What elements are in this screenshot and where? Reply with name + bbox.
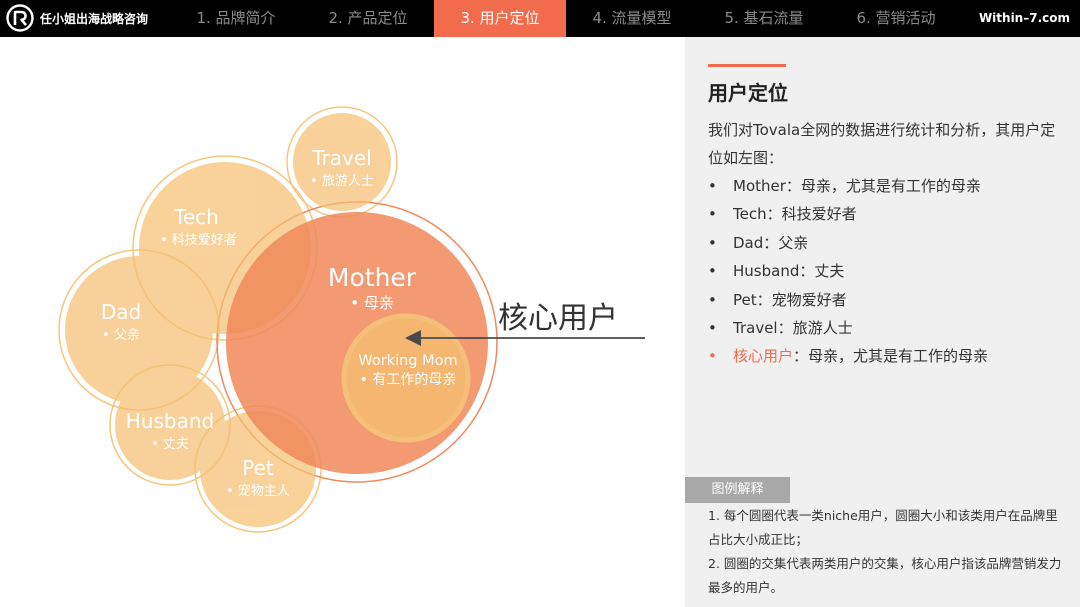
bullet-icon: • bbox=[708, 347, 717, 366]
pet-label: Pet • 宠物主人 bbox=[215, 456, 301, 499]
site-url[interactable]: Within–7.com bbox=[978, 11, 1070, 25]
working-mom-title: Working Mom bbox=[358, 353, 458, 369]
panel-intro: 我们对Tovala全网的数据进行统计和分析，其用户定位如左图： bbox=[708, 121, 1056, 167]
bullet-icon: • bbox=[708, 233, 717, 252]
tab-product-positioning[interactable]: 2. 产品定位 bbox=[328, 9, 408, 27]
user-segment-list: •Mother：母亲，尤其是有工作的母亲 •Tech：科技爱好者 •Dad：父亲… bbox=[708, 172, 1063, 371]
core-user-label: 核心用户 bbox=[498, 301, 618, 336]
list-item: • Husband：丈夫 bbox=[708, 257, 1063, 285]
brand[interactable]: 任小姐出海战略咨询 bbox=[6, 3, 148, 33]
mother-title: Mother bbox=[327, 263, 417, 292]
travel-sub: • 旅游人士 bbox=[310, 174, 374, 189]
tab-user-positioning[interactable]: 3. 用户定位 bbox=[434, 0, 566, 37]
bullet-icon: • bbox=[708, 262, 717, 281]
travel-label: Travel • 旅游人士 bbox=[300, 146, 384, 189]
tech-sub: • 科技爱好者 bbox=[160, 233, 237, 248]
working-mom-label: Working Mom • 有工作的母亲 bbox=[352, 353, 464, 389]
dad-bubble bbox=[65, 256, 213, 404]
list-item-core-user: • 核心用户：母亲，尤其是有工作的母亲 bbox=[708, 342, 1063, 370]
legend-note-2: 2. 圆圈的交集代表两类用户的交集，核心用户指该品牌营销发力最多的用户。 bbox=[708, 556, 1062, 595]
tech-label: Tech • 科技爱好者 bbox=[160, 205, 252, 248]
item-desc: ：科技爱好者 bbox=[766, 205, 857, 224]
bullet-icon: • bbox=[708, 290, 717, 309]
husband-bubble bbox=[115, 370, 225, 480]
item-label: Travel bbox=[733, 319, 778, 338]
travel-title: Travel bbox=[312, 146, 372, 170]
brand-name: 任小姐出海战略咨询 bbox=[40, 11, 149, 26]
item-label: Husband bbox=[733, 262, 800, 281]
travel-bubble bbox=[293, 113, 391, 211]
mother-sub: • 母亲 bbox=[350, 294, 394, 312]
husband-title: Husband bbox=[125, 409, 215, 433]
husband-sub: • 丈夫 bbox=[151, 437, 189, 452]
item-desc: ：父亲 bbox=[763, 233, 809, 252]
dad-label: Dad • 父亲 bbox=[88, 300, 154, 343]
item-desc: ：旅游人士 bbox=[777, 319, 853, 338]
pet-title: Pet bbox=[242, 456, 274, 480]
dad-sub: • 父亲 bbox=[102, 328, 140, 343]
item-label: Mother bbox=[733, 177, 786, 195]
legend-notes: 1. 每个圆圈代表一类niche用户，圆圈大小和该类用户在品牌里占比大小成正比；… bbox=[708, 504, 1063, 600]
item-desc: ：母亲，尤其是有工作的母亲 bbox=[785, 177, 981, 195]
tab-traffic-model[interactable]: 4. 流量模型 bbox=[592, 9, 672, 27]
husband-label: Husband • 丈夫 bbox=[125, 409, 215, 452]
working-mom-bubble bbox=[341, 313, 471, 443]
tab-base-traffic[interactable]: 5. 基石流量 bbox=[724, 9, 804, 27]
item-desc: ：母亲，尤其是有工作的母亲 bbox=[793, 347, 989, 366]
item-label: Tech bbox=[733, 205, 767, 224]
list-item: • Pet：宠物爱好者 bbox=[708, 286, 1063, 314]
title-accent-bar bbox=[708, 64, 786, 67]
item-desc: ：宠物爱好者 bbox=[756, 290, 847, 309]
panel-title: 用户定位 bbox=[708, 81, 788, 105]
nav-tabs: 1. 品牌简介 2. 产品定位 3. 用户定位 4. 流量模型 5. 基石流量 … bbox=[170, 0, 962, 37]
user-bubble-diagram: Travel • 旅游人士 Tech • 科技爱好者 Dad • 父亲 Husb… bbox=[0, 37, 685, 607]
tab-marketing[interactable]: 6. 营销活动 bbox=[856, 9, 936, 27]
list-item: • Tech：科技爱好者 bbox=[708, 200, 1063, 228]
top-nav-bar: 任小姐出海战略咨询 1. 品牌简介 2. 产品定位 3. 用户定位 4. 流量模… bbox=[0, 0, 1080, 37]
list-item: • Mother：母亲，尤其是有工作的母亲 bbox=[708, 172, 1063, 200]
bubble-diagram-svg bbox=[58, 106, 645, 533]
brand-logo-icon bbox=[6, 4, 34, 32]
item-desc: ：丈夫 bbox=[799, 262, 845, 281]
tech-title: Tech bbox=[174, 205, 219, 229]
legend-note-1: 1. 每个圆圈代表一类niche用户，圆圈大小和该类用户在品牌里占比大小成正比； bbox=[708, 508, 1058, 547]
item-label: Dad bbox=[733, 233, 764, 252]
bullet-icon: • bbox=[708, 319, 717, 338]
list-item: • Travel：旅游人士 bbox=[708, 314, 1063, 342]
bullet-icon: • bbox=[708, 205, 717, 224]
item-label: 核心用户 bbox=[733, 347, 794, 366]
item-label: Pet bbox=[733, 290, 757, 309]
list-item: • Dad：父亲 bbox=[708, 229, 1063, 257]
legend-title-tag: 图例解释 bbox=[685, 477, 790, 503]
bullet-icon: • bbox=[708, 177, 717, 195]
mother-label: Mother • 母亲 bbox=[322, 263, 422, 313]
working-mom-sub: • 有工作的母亲 bbox=[359, 372, 457, 388]
tab-brand-intro[interactable]: 1. 品牌简介 bbox=[196, 9, 276, 27]
dad-title: Dad bbox=[100, 300, 142, 324]
description-panel: 用户定位 我们对Tovala全网的数据进行统计和分析，其用户定位如左图： • Mo… bbox=[685, 37, 1080, 607]
pet-sub: • 宠物主人 bbox=[226, 484, 290, 499]
